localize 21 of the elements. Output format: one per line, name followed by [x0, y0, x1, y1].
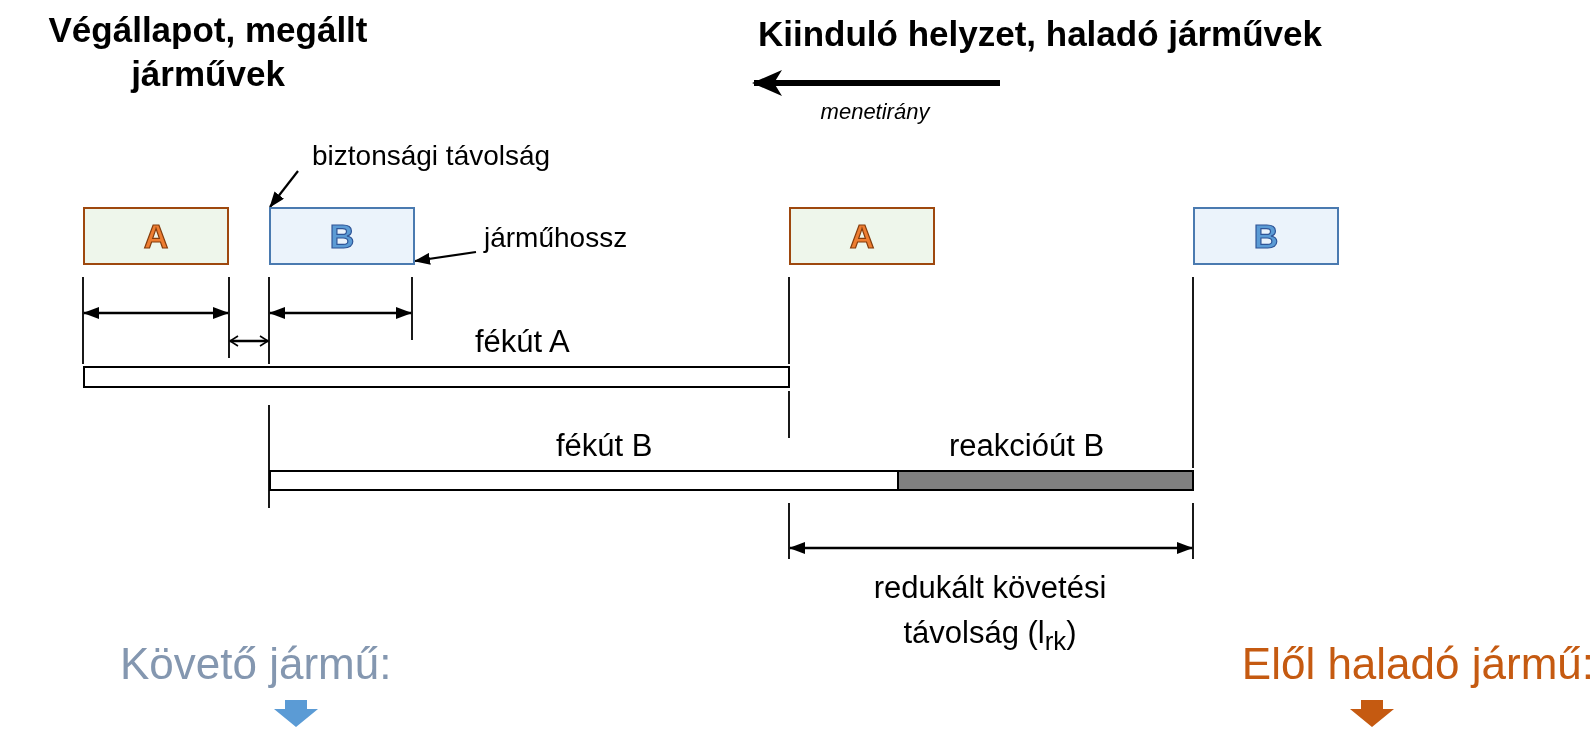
vehicle-role-label: Követő jármű: [120, 638, 393, 690]
vehicle-role-label: Elől haladó jármű: [1240, 638, 1594, 690]
vehicle-box [83, 207, 229, 265]
vehicle-box [1193, 207, 1339, 265]
annotation-text: járműhossz [484, 222, 628, 254]
heading: Végállapot, megállt járművek [47, 9, 369, 95]
leader-line [414, 250, 477, 265]
direction-label: menetirány [819, 98, 932, 126]
vehicle-label: B [329, 216, 355, 256]
vehicle-box [789, 207, 935, 265]
vehicle-label: A [143, 216, 169, 256]
leader-line [269, 170, 299, 208]
bar-label: fékút B [556, 428, 653, 464]
dimension-label: redukált követési távolság (l$_{rk}$) [872, 569, 1108, 658]
heading: Kiinduló helyzet, haladó járművek [757, 13, 1323, 55]
bar-label: reakcióút B [949, 428, 1105, 464]
vehicle-label: B [1253, 216, 1279, 256]
bar-label: fékút A [475, 324, 570, 360]
vehicle-box [269, 207, 415, 265]
vehicle-label: A [849, 216, 875, 256]
annotation-text: biztonsági távolság [312, 140, 551, 172]
